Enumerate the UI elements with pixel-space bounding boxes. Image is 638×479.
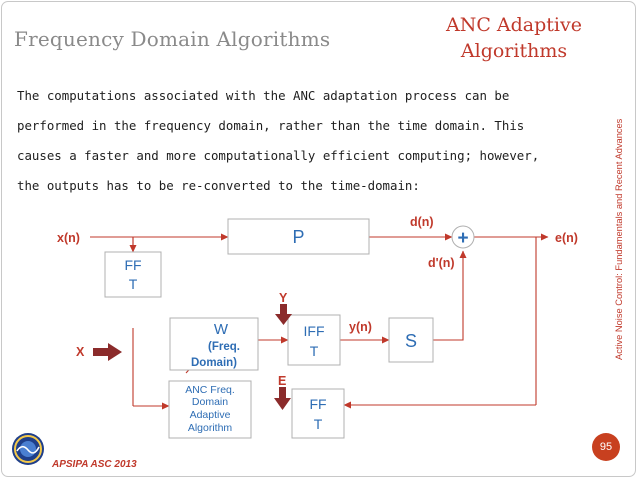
y-output-arrow bbox=[275, 304, 292, 325]
section-title-line-1: ANC Adaptive bbox=[446, 14, 582, 36]
page-number-badge: 95 bbox=[592, 433, 620, 461]
label-dprime: d'(n) bbox=[428, 256, 455, 270]
block-fft-err bbox=[291, 388, 345, 439]
block-labels: P S FF T W (Freq. Domain) IFF T FF T ANC… bbox=[124, 227, 417, 434]
block-p-label: P bbox=[292, 227, 304, 247]
e-input-arrow bbox=[274, 387, 291, 410]
section-title-line-2: Algorithms bbox=[460, 40, 568, 62]
block-w-label: Domain) bbox=[191, 357, 237, 369]
label-e: E bbox=[278, 374, 286, 388]
block-fft-in-label: T bbox=[129, 276, 138, 292]
label-en: e(n) bbox=[555, 231, 578, 245]
block-w bbox=[169, 317, 259, 371]
block-fft-in-label: FF bbox=[124, 257, 141, 273]
conference-label: APSIPA ASC 2013 bbox=[52, 459, 137, 470]
body-line: the outputs has to be re-converted to th… bbox=[17, 178, 420, 193]
block-w-label: (Freq. bbox=[208, 341, 240, 353]
signal-lines bbox=[90, 233, 549, 410]
body-line: The computations associated with the ANC… bbox=[17, 88, 510, 103]
block-s-label: S bbox=[405, 331, 417, 351]
summing-junction bbox=[451, 225, 475, 249]
label-y: Y bbox=[279, 291, 288, 305]
block-anc bbox=[168, 380, 252, 439]
label-x: X bbox=[76, 345, 85, 359]
summing-junction-sign: + bbox=[457, 228, 468, 249]
conference-logo bbox=[12, 433, 44, 465]
body-line: performed in the frequency domain, rathe… bbox=[17, 118, 525, 133]
block-anc-label: Algorithm bbox=[188, 422, 233, 434]
x-input-arrow bbox=[93, 343, 122, 361]
block-anc-label: ANC Freq. bbox=[185, 384, 235, 396]
block-ifft-label: T bbox=[310, 343, 319, 359]
block-anc-label: Adaptive bbox=[190, 409, 231, 421]
block-fft-err-label: T bbox=[314, 416, 323, 432]
signal-labels: x(n) d(n) e(n) d'(n) y(n) X Y E bbox=[57, 215, 578, 388]
section-title: ANC Adaptive Algorithms bbox=[430, 12, 598, 64]
block-ifft bbox=[287, 314, 341, 366]
label-dn: d(n) bbox=[410, 215, 434, 229]
block-s bbox=[388, 317, 434, 363]
blocks bbox=[104, 218, 434, 439]
block-fft-in bbox=[104, 251, 162, 298]
label-yn: y(n) bbox=[349, 320, 372, 334]
body-line: causes a faster and more computationally… bbox=[17, 148, 540, 163]
block-anc-label: Domain bbox=[192, 396, 228, 408]
block-p bbox=[227, 218, 370, 255]
side-caption: Active Noise Control: Fundamentals and R… bbox=[614, 118, 624, 360]
block-fft-err-label: FF bbox=[309, 396, 326, 412]
block-w-label: W bbox=[214, 321, 229, 338]
line-s-to-sum bbox=[433, 250, 467, 341]
slide-title: Frequency Domain Algorithms bbox=[14, 27, 331, 51]
body-paragraph: The computations associated with the ANC… bbox=[17, 81, 565, 201]
label-xn: x(n) bbox=[57, 231, 80, 245]
block-ifft-label: IFF bbox=[304, 323, 325, 339]
